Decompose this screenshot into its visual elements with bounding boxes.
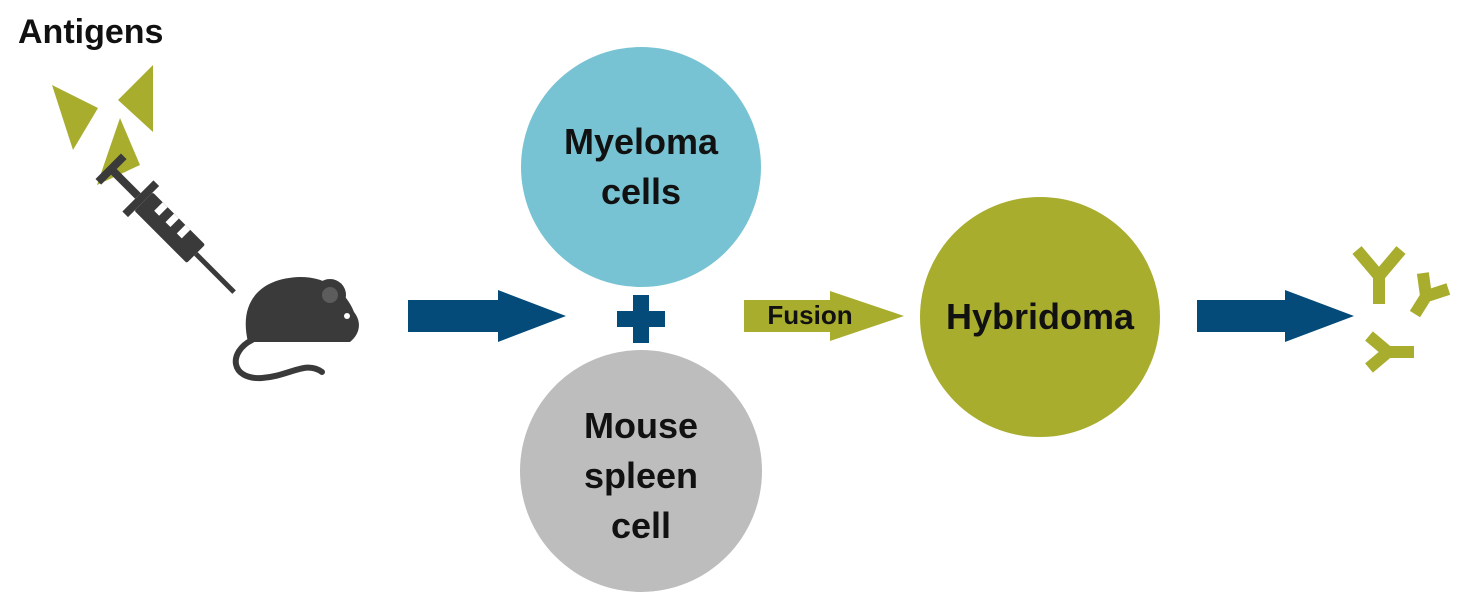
syringe-icon xyxy=(95,153,236,294)
plus-icon xyxy=(617,295,665,343)
fusion-arrow xyxy=(744,291,904,341)
antibodies xyxy=(1352,246,1451,373)
antigens-label: Antigens xyxy=(18,13,164,51)
mouse-spleen-cell-node: Mouse spleen cell xyxy=(520,350,762,592)
arrow-to-fusion xyxy=(408,290,566,342)
hybridoma-node: Hybridoma xyxy=(920,197,1160,437)
myeloma-label-line1: Myeloma xyxy=(563,121,719,163)
myeloma-cells-node: Myeloma cells xyxy=(521,47,761,287)
myeloma-label-line2: cells xyxy=(600,171,682,212)
antibody-y-icon xyxy=(1409,272,1451,318)
antigen-triangle-icon xyxy=(52,85,98,150)
mouse-icon xyxy=(232,277,359,382)
hybridoma-label: Hybridoma xyxy=(945,296,1135,338)
spleen-label-line2: spleen xyxy=(583,455,699,497)
antigen-triangles xyxy=(52,65,153,185)
fusion-label: Fusion xyxy=(767,300,853,330)
antibody-y-icon xyxy=(1352,246,1406,304)
antibody-y-icon xyxy=(1365,331,1414,373)
spleen-label-line3: cell xyxy=(610,504,672,546)
spleen-label-line1: Mouse xyxy=(583,405,698,447)
antigen-triangle-icon xyxy=(118,65,153,132)
arrow-to-antibodies xyxy=(1197,290,1354,342)
